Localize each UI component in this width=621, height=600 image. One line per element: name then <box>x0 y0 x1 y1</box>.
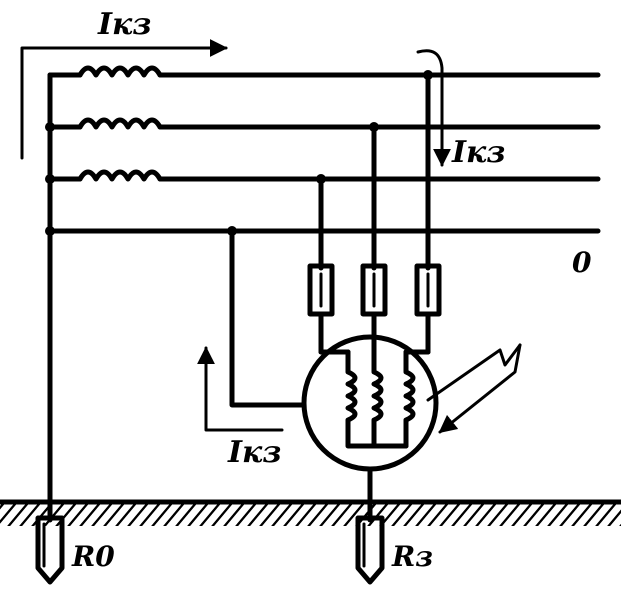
ground-electrode-icon <box>35 515 65 585</box>
current-arrow-right <box>416 49 451 167</box>
ground <box>0 499 621 526</box>
fuse-icon <box>360 263 388 317</box>
ground-hatch-icon <box>0 504 621 526</box>
case-neutral-wire <box>229 228 307 408</box>
junction-dot <box>45 174 55 184</box>
current-arrow-top <box>20 39 228 160</box>
junction-dot <box>316 174 326 184</box>
rz-label: Rз <box>391 540 433 573</box>
transformer-windings <box>47 65 163 182</box>
junction-dot <box>423 70 433 80</box>
current-arrow-bottom <box>197 346 284 432</box>
transformer-winding-icon <box>47 117 163 130</box>
junction-dot <box>45 122 55 132</box>
junction-dot <box>369 122 379 132</box>
neutral-label: 0 <box>572 246 592 279</box>
transformer-winding-icon <box>47 65 163 78</box>
fuse-icon <box>414 263 442 317</box>
junction-dot <box>45 226 55 236</box>
motor-icon <box>301 334 439 472</box>
fuse-icon <box>307 263 335 317</box>
ikz-top-label: Iкз <box>97 7 151 42</box>
r0-label: R0 <box>71 540 115 573</box>
ikz-right-label: Iкз <box>451 135 505 170</box>
ikz-bottom-label: Iкз <box>227 435 281 470</box>
ground-electrode-icon <box>355 515 385 585</box>
transformer-winding-icon <box>47 169 163 182</box>
lightning-arrow-icon <box>426 343 522 434</box>
